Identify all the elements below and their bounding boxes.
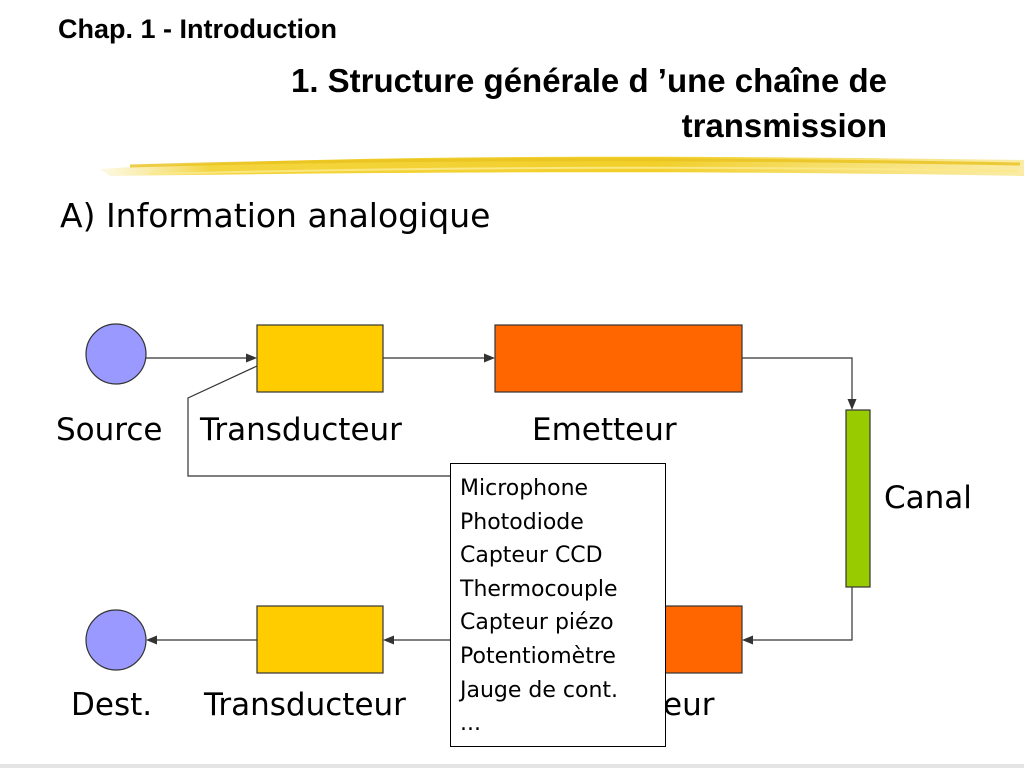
list-item: Microphone bbox=[460, 476, 589, 501]
list-item: ... bbox=[460, 711, 481, 737]
list-item: Thermocouple bbox=[460, 576, 618, 602]
arrowhead bbox=[383, 635, 394, 645]
arrow-channel-to-receiver bbox=[748, 587, 853, 641]
label-source: Source bbox=[56, 412, 163, 448]
arrowhead bbox=[246, 353, 257, 363]
label-destination: Dest. bbox=[71, 687, 153, 723]
arrowhead bbox=[847, 399, 857, 410]
list-item: Photodiode bbox=[460, 509, 584, 535]
emitter-block bbox=[494, 324, 743, 393]
list-item: Capteur CCD bbox=[460, 543, 603, 569]
label-transducer-top: Transducteur bbox=[200, 412, 402, 448]
section-subtitle: A) Information analogique bbox=[60, 196, 491, 235]
arrowhead bbox=[742, 635, 753, 645]
slide-title-line-2: transmission bbox=[681, 107, 887, 144]
arrowhead bbox=[146, 635, 157, 645]
arrowhead bbox=[484, 353, 495, 363]
label-channel: Canal bbox=[884, 480, 972, 516]
label-transducer-bottom: Transducteur bbox=[204, 687, 406, 723]
list-item: Potentiomètre bbox=[460, 643, 616, 669]
source-circle bbox=[85, 323, 147, 385]
label-receiver-partial: eur bbox=[663, 687, 715, 723]
transducer-top-block bbox=[256, 324, 384, 393]
slide-title-line-1: 1. Structure générale d ’une chaîne de bbox=[290, 62, 887, 99]
destination-circle bbox=[85, 609, 147, 671]
list-item: Capteur piézo bbox=[460, 610, 614, 636]
channel-block bbox=[845, 409, 871, 588]
slide-title: 1. Structure générale d ’une chaîne de t… bbox=[7, 58, 887, 148]
slide-bottom-border bbox=[0, 764, 1024, 768]
list-item: Jauge de cont. bbox=[460, 677, 619, 703]
transducer-bottom-block bbox=[256, 605, 384, 674]
chapter-heading: Chap. 1 - Introduction bbox=[58, 14, 337, 44]
label-emitter: Emetteur bbox=[532, 412, 677, 448]
transducer-examples-callout: Microphone Photodiode Capteur CCD Thermo… bbox=[450, 463, 666, 747]
callout-leader-line bbox=[187, 365, 450, 477]
title-underline-brush bbox=[100, 156, 1024, 176]
arrow-emitter-to-channel bbox=[742, 357, 853, 405]
